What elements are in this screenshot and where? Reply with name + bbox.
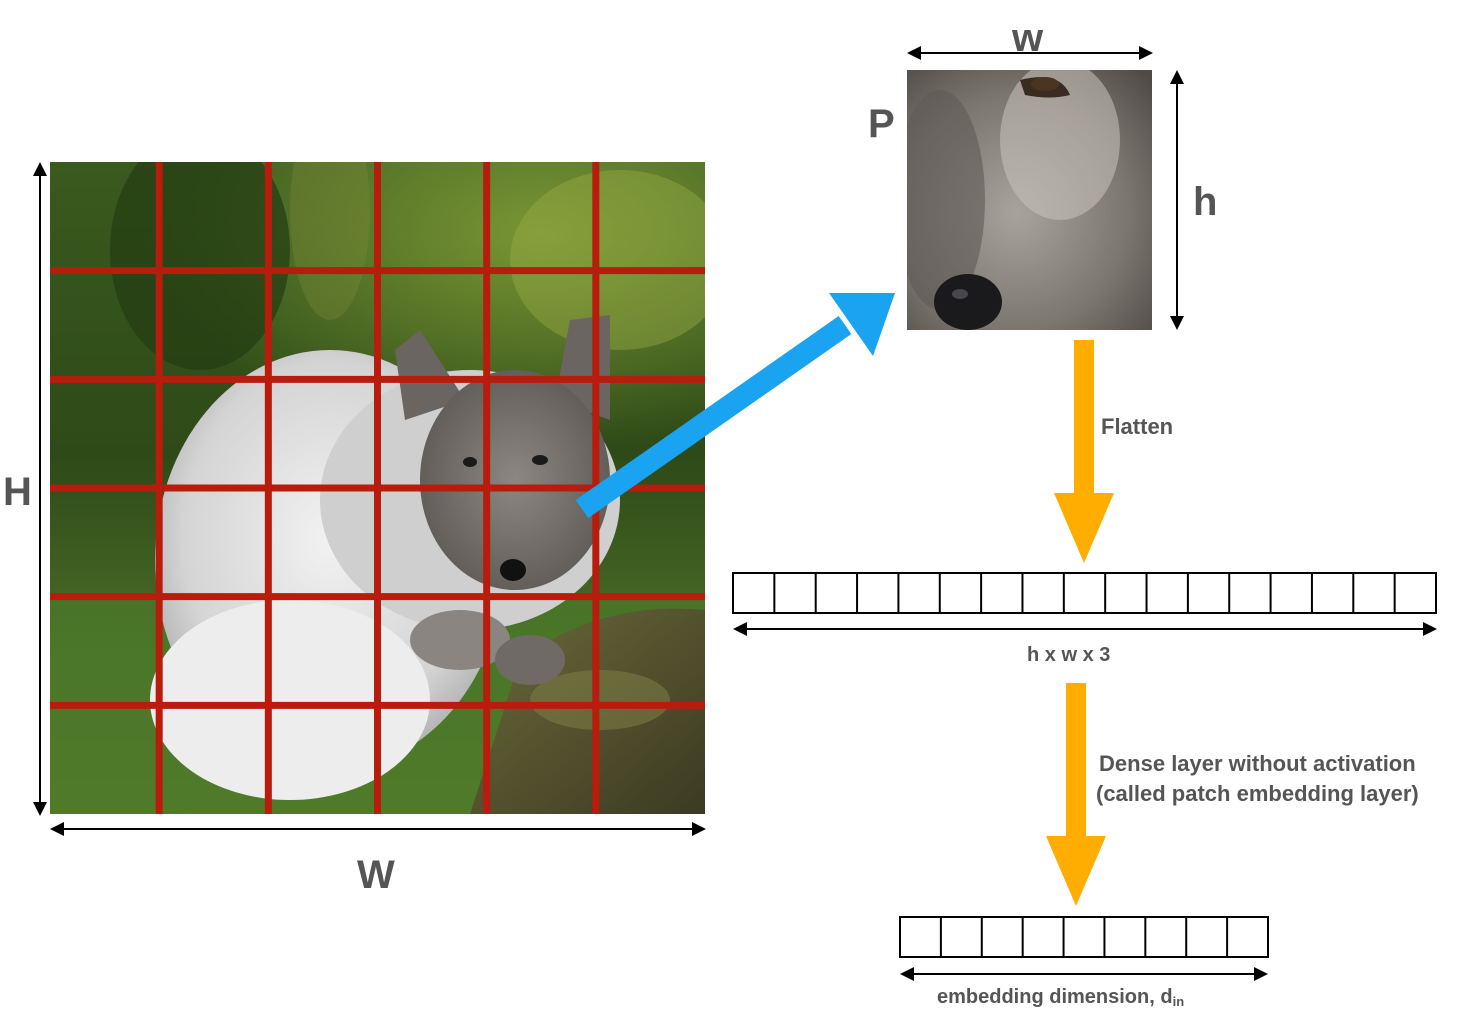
embedding-dimension-label: embedding dimension, din — [937, 987, 1184, 1008]
embedding-dimension-arrow — [900, 967, 1268, 981]
dense-layer-arrow — [1046, 683, 1106, 906]
dense-layer-label: Dense layer without activation (called p… — [1096, 749, 1419, 809]
patch-width-arrow — [907, 46, 1153, 60]
patch-height-label: h — [1193, 180, 1218, 224]
patch-extract-arrow — [575, 293, 895, 519]
flatten-arrow — [1054, 340, 1114, 563]
flattened-vector — [732, 572, 1437, 614]
embedding-vector — [899, 916, 1269, 958]
patch-image — [907, 70, 1152, 330]
dense-layer-label-line2: (called patch embedding layer) — [1096, 781, 1419, 806]
embedding-dimension-text: embedding dimension, d — [937, 986, 1173, 1008]
image-height-label: H — [3, 470, 32, 514]
image-width-arrow — [50, 822, 706, 836]
flattened-size-label: h x w x 3 — [1027, 644, 1111, 666]
image-height-arrow — [33, 162, 47, 816]
flatten-label: Flatten — [1101, 414, 1174, 439]
patch-grid — [50, 162, 705, 814]
patch-height-arrow — [1170, 70, 1184, 330]
patch-name-label: P — [868, 102, 895, 146]
dense-layer-label-line1: Dense layer without activation — [1099, 751, 1416, 776]
embedding-dimension-subscript: in — [1172, 994, 1185, 1009]
image-width-label: W — [357, 853, 395, 897]
patch-width-label: w — [1012, 16, 1044, 60]
flattened-size-arrow — [733, 622, 1437, 636]
